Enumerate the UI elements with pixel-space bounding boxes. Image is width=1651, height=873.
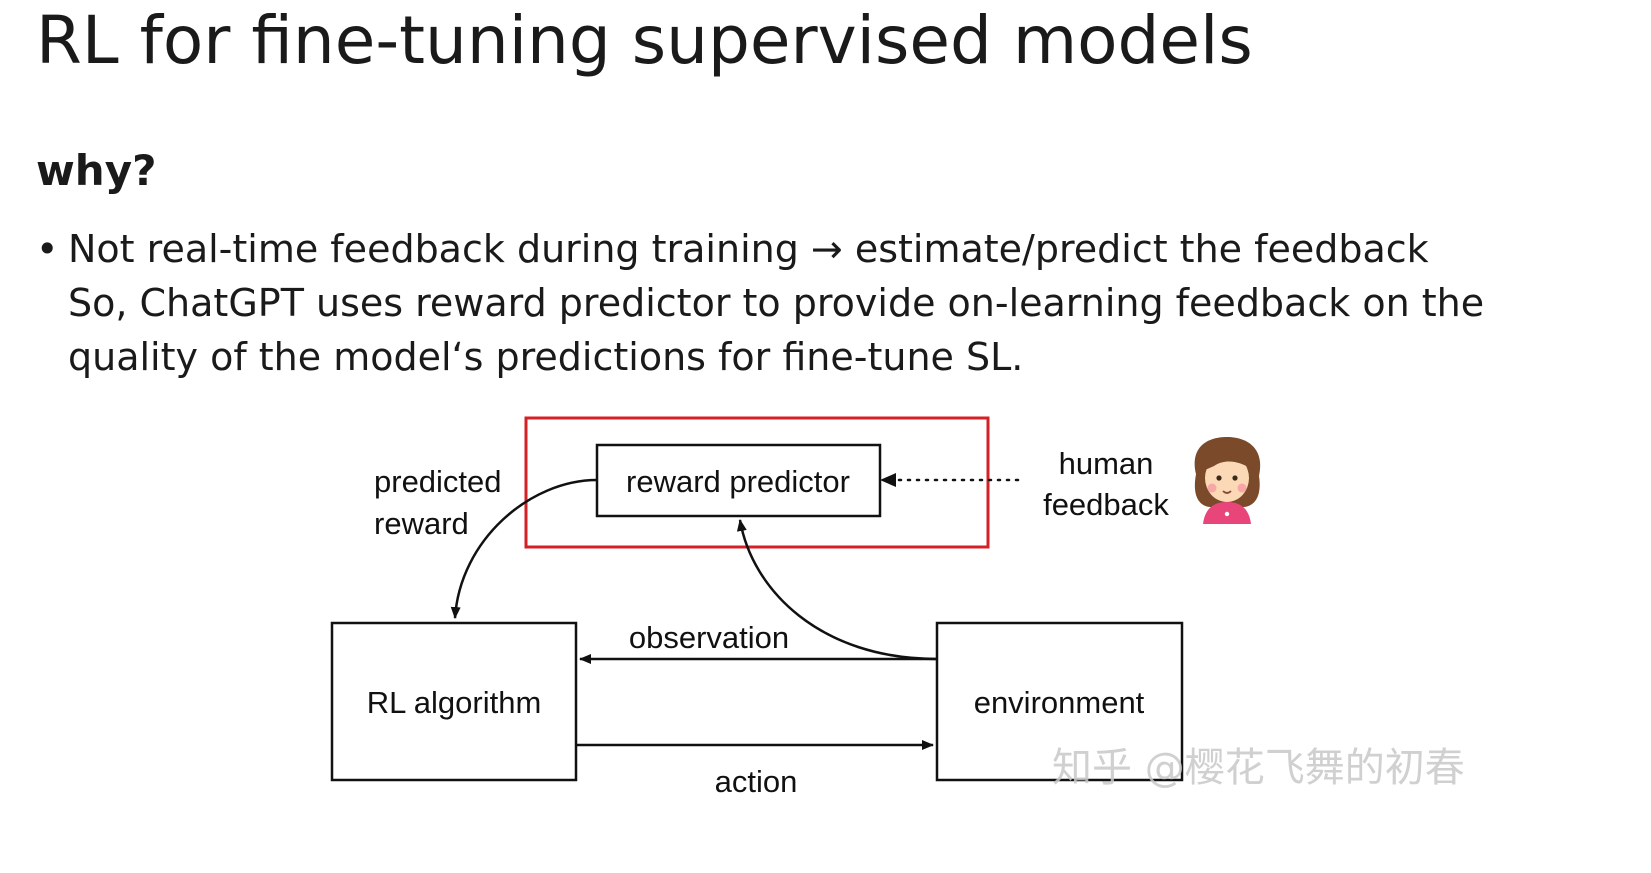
observation-label: observation bbox=[629, 620, 789, 655]
human-feedback-label-line1: human bbox=[1059, 446, 1154, 481]
human-feedback-label-line2: feedback bbox=[1043, 487, 1169, 522]
environment-to-predictor-arrow bbox=[736, 519, 938, 661]
bullet-item: Not real-time feedback during training →… bbox=[68, 222, 1484, 384]
reward-predictor-label: reward predictor bbox=[626, 464, 850, 499]
predicted-reward-label-line2: reward bbox=[374, 506, 469, 541]
bullet-line-1: Not real-time feedback during training →… bbox=[68, 227, 1429, 271]
highlight-box bbox=[524, 416, 990, 549]
reward-predictor-box bbox=[595, 443, 882, 518]
woman-avatar-icon bbox=[1194, 437, 1261, 524]
rl-algorithm-label: RL algorithm bbox=[367, 685, 542, 720]
bullet-line-2: So, ChatGPT uses reward predictor to pro… bbox=[68, 281, 1485, 325]
bullet-marker: • bbox=[36, 227, 59, 271]
rl-algorithm-box bbox=[330, 621, 578, 782]
environment-label: environment bbox=[974, 685, 1145, 720]
watermark: 知乎 @樱花飞舞的初春 bbox=[1052, 745, 1465, 791]
predicted-reward-label-line1: predicted bbox=[374, 464, 502, 499]
action-label: action bbox=[715, 764, 798, 799]
section-heading: why? bbox=[36, 146, 157, 195]
page-title: RL for fine-tuning supervised models bbox=[36, 2, 1253, 79]
predicted-reward-arrow bbox=[450, 478, 598, 619]
environment-box bbox=[935, 621, 1184, 782]
human-feedback-arrowhead bbox=[880, 473, 896, 487]
bullet-line-3: quality of the model‘s predictions for f… bbox=[68, 335, 1024, 379]
